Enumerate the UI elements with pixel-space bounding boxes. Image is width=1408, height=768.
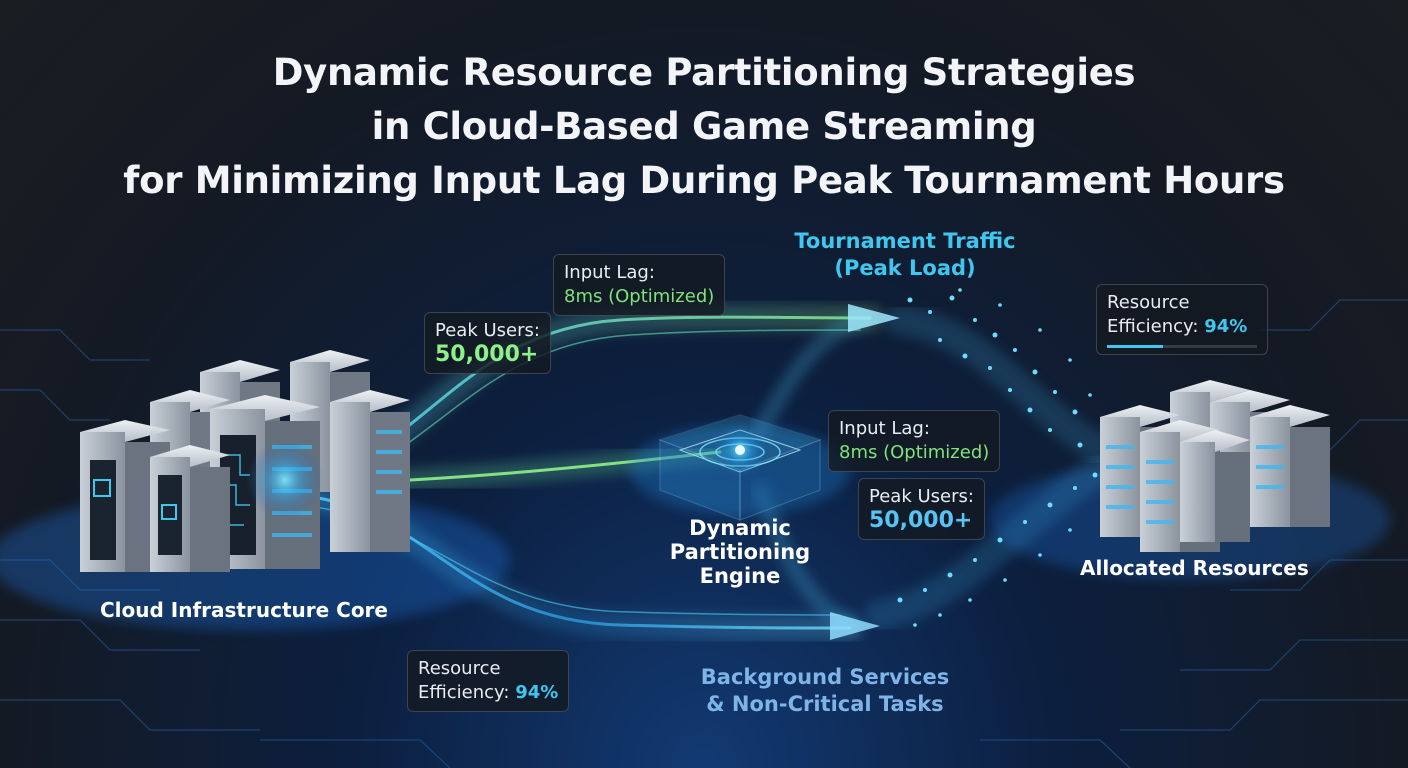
arrow-heads — [830, 304, 900, 640]
title-line-1: Dynamic Resource Partitioning Strategies — [272, 51, 1136, 94]
efficiency-bar-fill — [1107, 345, 1164, 348]
core-label: Cloud Infrastructure Core — [100, 598, 388, 622]
efficiency-value: 94% — [515, 682, 559, 703]
input-lag-value: 8ms (Optimized) — [839, 442, 990, 463]
peak-users-value: 50,000+ — [435, 342, 539, 367]
efficiency-label-2: Efficiency: — [1107, 316, 1199, 337]
efficiency-label-1: Resource — [1107, 292, 1190, 313]
tournament-traffic-label: Tournament Traffic (Peak Load) — [790, 228, 1020, 282]
input-lag-label: Input Lag: — [564, 262, 655, 283]
page-title: Dynamic Resource Partitioning Strategies… — [0, 46, 1408, 208]
engine-label-line-3: Engine — [699, 564, 781, 588]
engine-label: Dynamic Partitioning Engine — [660, 516, 820, 588]
allocated-label: Allocated Resources — [1080, 556, 1309, 580]
particle-cloud — [897, 288, 1098, 627]
input-lag-value: 8ms (Optimized) — [564, 286, 715, 307]
efficiency-label-2: Efficiency: — [418, 682, 510, 703]
peak-users-value: 50,000+ — [869, 508, 973, 533]
peak-users-callout-left: Peak Users: 50,000+ — [424, 312, 551, 374]
engine-label-line-1: Dynamic — [689, 516, 791, 540]
title-line-2: in Cloud-Based Game Streaming — [371, 105, 1037, 148]
allocated-server-cluster — [1100, 380, 1330, 552]
efficiency-value: 94% — [1204, 316, 1248, 337]
efficiency-label-1: Resource — [418, 658, 501, 679]
background-label-line-2: & Non-Critical Tasks — [706, 692, 944, 716]
peak-users-label: Peak Users: — [435, 320, 540, 341]
efficiency-callout-bottom: Resource Efficiency: 94% — [407, 650, 570, 712]
core-server-cluster — [80, 350, 410, 572]
background-services-label: Background Services & Non-Critical Tasks — [700, 664, 950, 718]
tournament-label-line-2: (Peak Load) — [834, 256, 976, 280]
engine-label-line-2: Partitioning — [669, 540, 811, 564]
efficiency-bar — [1107, 345, 1257, 348]
efficiency-line: Efficiency: 94% — [418, 681, 558, 705]
peak-users-label: Peak Users: — [869, 486, 974, 507]
input-lag-label: Input Lag: — [839, 418, 930, 439]
partitioning-engine-graphic — [630, 414, 850, 521]
input-lag-callout-top: Input Lag: 8ms (Optimized) — [553, 254, 726, 316]
efficiency-line: Efficiency: 94% — [1107, 315, 1257, 339]
input-lag-callout-mid: Input Lag: 8ms (Optimized) — [828, 410, 1001, 472]
tournament-label-line-1: Tournament Traffic — [794, 229, 1016, 253]
title-line-3: for Minimizing Input Lag During Peak Tou… — [123, 159, 1285, 202]
peak-users-callout-mid: Peak Users: 50,000+ — [858, 478, 985, 540]
background-label-line-1: Background Services — [700, 665, 950, 689]
efficiency-callout-top: Resource Efficiency: 94% — [1096, 284, 1268, 355]
